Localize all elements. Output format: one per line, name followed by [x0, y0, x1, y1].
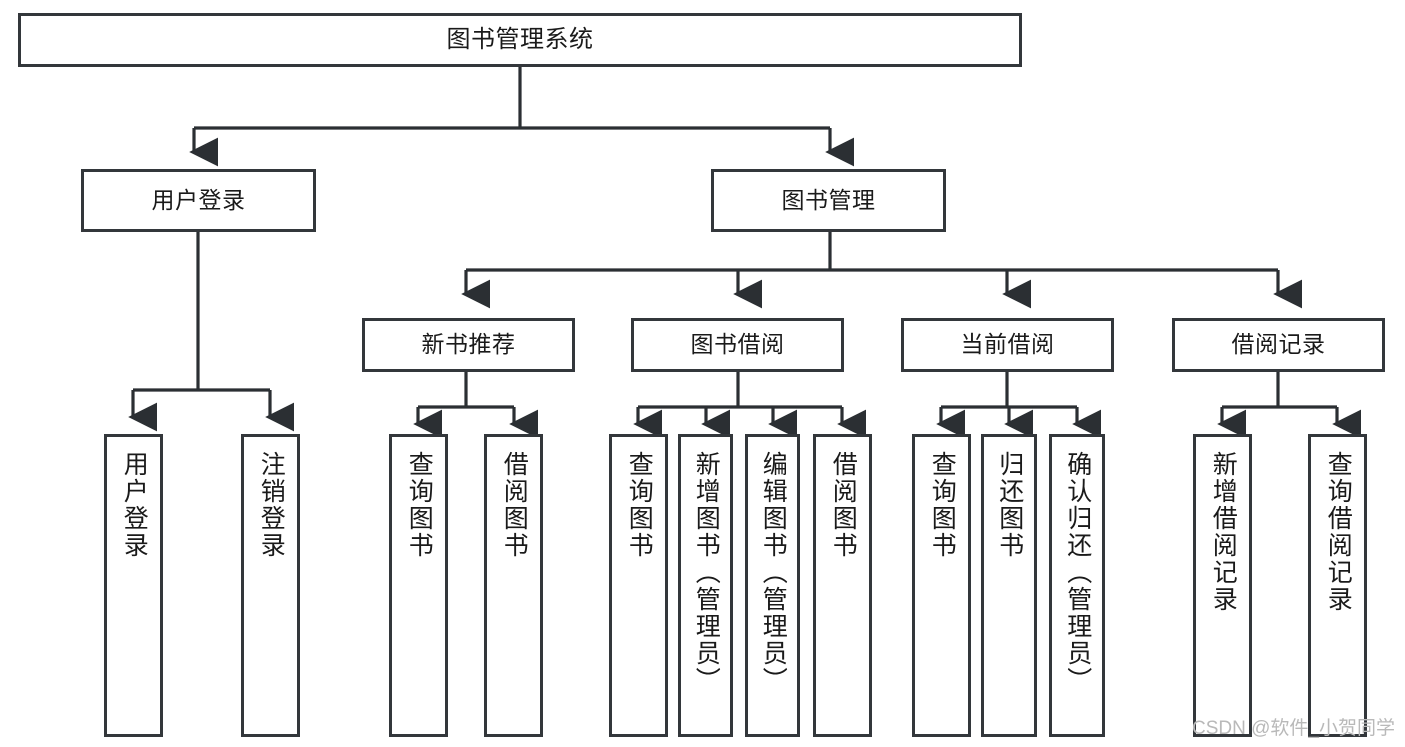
leaf-user-login[interactable]: 用户登录 [104, 434, 163, 737]
node-label: 新增图书（管理员） [692, 451, 721, 694]
leaf-new-book-query[interactable]: 查询图书 [389, 434, 448, 737]
node-label: 借阅图书 [500, 451, 529, 559]
node-user-login[interactable]: 用户登录 [81, 169, 316, 232]
leaf-logout[interactable]: 注销登录 [241, 434, 300, 737]
node-label: 查询图书 [625, 451, 654, 559]
node-label: 借阅图书 [829, 451, 858, 559]
node-label: 图书管理系统 [446, 25, 594, 53]
node-label: 当前借阅 [960, 331, 1055, 358]
node-new-book-recommend[interactable]: 新书推荐 [362, 318, 575, 372]
node-borrow-records[interactable]: 借阅记录 [1172, 318, 1385, 372]
leaf-borrow-query-book[interactable]: 查询图书 [609, 434, 668, 737]
leaf-current-return-book[interactable]: 归还图书 [981, 434, 1037, 737]
node-label: 归还图书 [995, 451, 1024, 559]
leaf-borrow-add-book[interactable]: 新增图书（管理员） [678, 434, 733, 737]
node-label: 新书推荐 [421, 331, 516, 358]
node-label: 查询图书 [928, 451, 957, 559]
node-label: 用户登录 [120, 451, 149, 559]
node-label: 图书借阅 [690, 331, 785, 358]
leaf-current-query-book[interactable]: 查询图书 [912, 434, 971, 737]
node-label: 借阅记录 [1231, 331, 1326, 358]
node-label: 查询图书 [405, 451, 434, 559]
leaf-borrow-borrow-book[interactable]: 借阅图书 [813, 434, 872, 737]
node-current-borrow[interactable]: 当前借阅 [901, 318, 1114, 372]
node-root-system[interactable]: 图书管理系统 [18, 13, 1022, 67]
node-label: 新增借阅记录 [1209, 451, 1238, 613]
node-label: 用户登录 [151, 186, 246, 213]
node-label: 编辑图书（管理员） [759, 451, 788, 694]
leaf-current-confirm-return[interactable]: 确认归还（管理员） [1049, 434, 1105, 737]
leaf-new-book-borrow[interactable]: 借阅图书 [484, 434, 543, 737]
leaf-borrow-edit-book[interactable]: 编辑图书（管理员） [745, 434, 800, 737]
node-label: 查询借阅记录 [1324, 451, 1353, 613]
node-label: 图书管理 [781, 186, 876, 213]
node-label: 注销登录 [257, 451, 286, 559]
node-book-management[interactable]: 图书管理 [711, 169, 946, 232]
watermark-text: CSDN @软件_小贺同学 [1192, 718, 1395, 739]
node-book-borrow[interactable]: 图书借阅 [631, 318, 844, 372]
node-label: 确认归还（管理员） [1063, 451, 1092, 694]
leaf-records-query[interactable]: 查询借阅记录 [1308, 434, 1367, 737]
leaf-records-add[interactable]: 新增借阅记录 [1193, 434, 1252, 737]
